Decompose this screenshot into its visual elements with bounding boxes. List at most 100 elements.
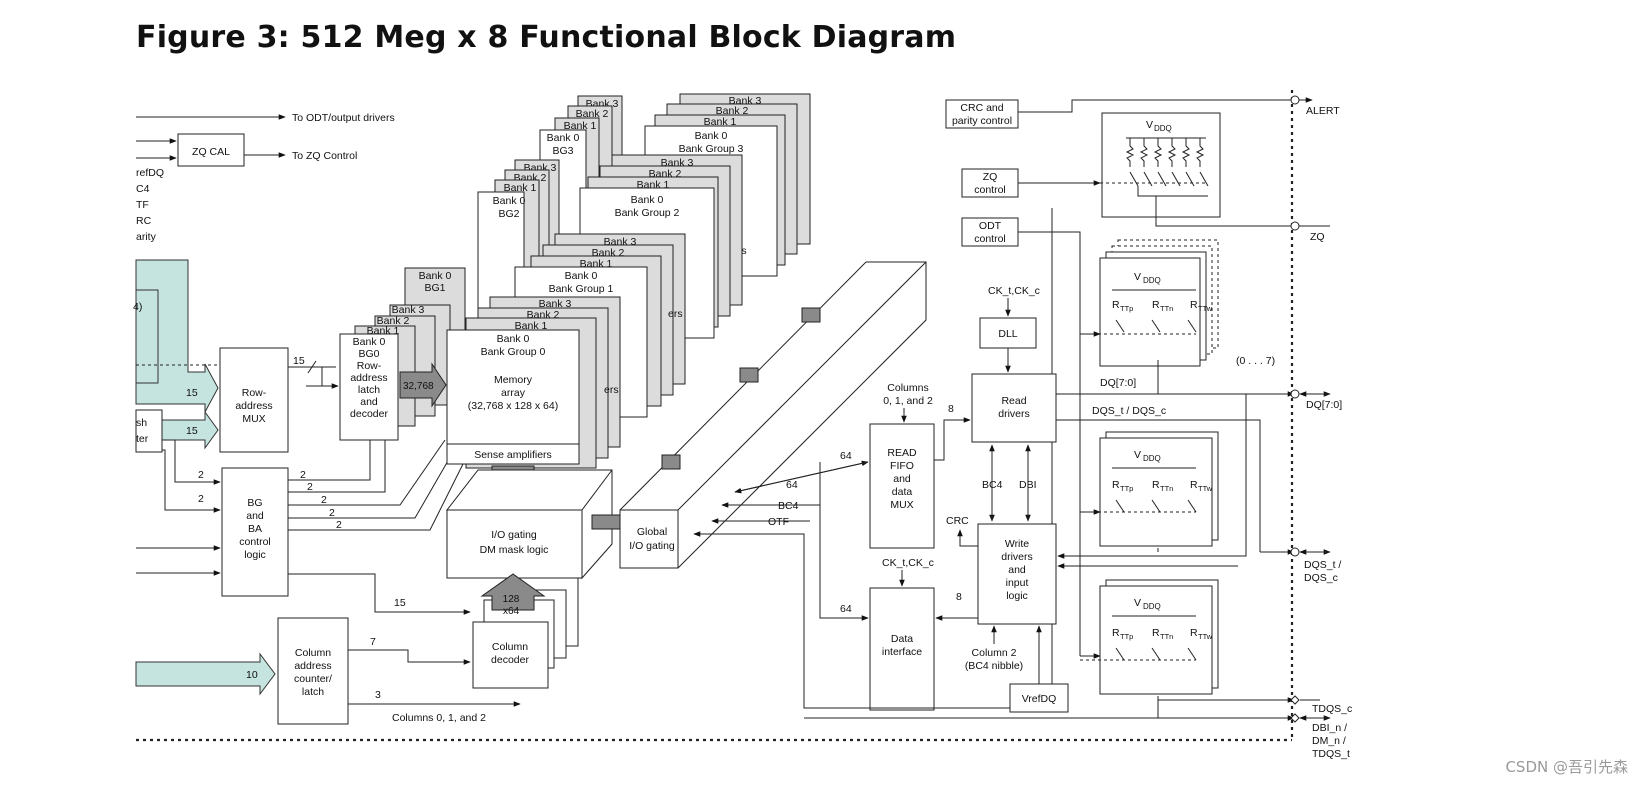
svg-text:Row-: Row-: [242, 387, 267, 399]
svg-text:Bank 0: Bank 0: [565, 270, 598, 282]
output-routing: DQ[7:0] DQS_t / DQS_c: [804, 331, 1295, 721]
svg-text:Global: Global: [637, 526, 667, 538]
svg-text:7: 7: [370, 636, 376, 648]
width-15-mux: 15: [293, 355, 305, 367]
svg-text:MUX: MUX: [242, 413, 265, 425]
svg-text:BG0: BG0: [358, 348, 379, 360]
svg-text:CK_t,CK_c: CK_t,CK_c: [988, 285, 1040, 297]
svg-text:Bank 0: Bank 0: [631, 194, 664, 206]
svg-text:TTw: TTw: [1198, 304, 1213, 313]
svg-text:3: 3: [375, 689, 381, 701]
svg-text:DQ[7:0]: DQ[7:0]: [1100, 377, 1136, 389]
svg-text:BG1: BG1: [424, 282, 445, 294]
svg-text:TTw: TTw: [1198, 484, 1213, 493]
svg-text:0, 1, and 2: 0, 1, and 2: [883, 395, 933, 407]
svg-text:64: 64: [840, 450, 852, 462]
label-rc: RC: [136, 215, 152, 227]
svg-text:address: address: [350, 372, 387, 384]
read-fifo: READ FIFO and data MUX Columns 0, 1, and…: [869, 382, 935, 549]
watermark: CSDN @吾引先森: [1505, 758, 1628, 776]
svg-text:ers: ers: [604, 384, 619, 396]
svg-text:R: R: [1152, 479, 1160, 491]
chip-boundary: [136, 90, 1300, 742]
svg-text:drivers: drivers: [998, 408, 1030, 420]
svg-text:VrefDQ: VrefDQ: [1022, 693, 1057, 705]
svg-text:Bank 1: Bank 1: [704, 116, 737, 128]
svg-text:(32,768 x 128 x 64): (32,768 x 128 x 64): [468, 400, 558, 412]
svg-text:R: R: [1152, 627, 1160, 639]
svg-text:Bank 1: Bank 1: [515, 320, 548, 332]
label-refdq: refDQ: [136, 167, 164, 179]
svg-text:Row-: Row-: [357, 360, 382, 372]
label-columns-bottom: Columns 0, 1, and 2: [392, 712, 486, 724]
svg-text:READ: READ: [887, 447, 917, 459]
svg-text:Bank 0: Bank 0: [695, 130, 728, 142]
svg-text:OTF: OTF: [768, 516, 789, 528]
svg-text:R: R: [1190, 627, 1198, 639]
svg-text:TTp: TTp: [1120, 304, 1133, 313]
svg-text:Bank Group 0: Bank Group 0: [481, 346, 546, 358]
svg-text:R: R: [1190, 479, 1198, 491]
svg-text:ODT: ODT: [979, 220, 1002, 232]
svg-text:Data: Data: [891, 633, 913, 645]
svg-text:R: R: [1112, 299, 1120, 311]
svg-text:decoder: decoder: [491, 654, 529, 666]
svg-text:Bank 2: Bank 2: [716, 105, 749, 117]
svg-text:Bank 0: Bank 0: [419, 270, 452, 282]
svg-text:data: data: [892, 486, 913, 498]
svg-text:interface: interface: [882, 646, 922, 658]
svg-text:2: 2: [300, 469, 306, 481]
svg-text:(BC4 nibble): (BC4 nibble): [965, 660, 1023, 672]
svg-text:MUX: MUX: [890, 499, 913, 511]
svg-text:TTn: TTn: [1160, 632, 1173, 641]
bus-width-15a: 15: [186, 387, 198, 399]
pin-dq: DQ[7:0]: [1306, 399, 1342, 411]
svg-text:2: 2: [329, 507, 335, 519]
label-tf: TF: [136, 199, 149, 211]
bus-width-15b: 15: [186, 425, 198, 437]
row-latch-stack: Bank 0 BG1 Bank 3 Bank 2 Bank 1 Bank 0 B…: [339, 267, 466, 441]
svg-text:DM mask logic: DM mask logic: [480, 544, 549, 556]
svg-text:I/O gating: I/O gating: [629, 540, 675, 552]
svg-text:Bank 1: Bank 1: [564, 120, 597, 132]
data-interface: Data interface CK_t,CK_c: [869, 557, 935, 711]
svg-text:Bank 3: Bank 3: [392, 304, 425, 316]
svg-text:Read: Read: [1001, 395, 1026, 407]
svg-text:latch: latch: [358, 384, 380, 396]
svg-text:128: 128: [503, 594, 520, 605]
label-ter: ter: [136, 433, 149, 445]
svg-text:Bank Group 1: Bank Group 1: [549, 283, 614, 295]
svg-text:R: R: [1152, 299, 1160, 311]
figure-title: Figure 3: 512 Meg x 8 Functional Block D…: [136, 20, 957, 55]
svg-text:TTn: TTn: [1160, 304, 1173, 313]
svg-text:x64: x64: [503, 606, 520, 617]
svg-text:Write: Write: [1005, 538, 1029, 550]
io-gating: I/O gating DM mask logic: [445, 469, 613, 580]
svg-text:Bank 2: Bank 2: [576, 108, 609, 120]
svg-text:V: V: [1134, 597, 1141, 609]
svg-text:V: V: [1146, 119, 1153, 131]
pin-tdqs-c: TDQS_c: [1312, 703, 1352, 715]
svg-text:and: and: [893, 473, 911, 485]
left-edge-signals: To ODT/output drivers ZQ CAL To ZQ Contr…: [136, 112, 395, 243]
svg-text:BC4: BC4: [982, 479, 1003, 491]
svg-text:and: and: [1008, 564, 1026, 576]
svg-text:and: and: [360, 396, 378, 408]
svg-text:logic: logic: [1006, 590, 1028, 602]
label-to-zq-control: To ZQ Control: [292, 150, 357, 162]
svg-text:8: 8: [948, 403, 954, 415]
pin-dbi-1: DBI_n /: [1312, 722, 1347, 734]
svg-text:Bank 0: Bank 0: [353, 336, 386, 348]
svg-text:BG3: BG3: [552, 145, 573, 157]
pin-dqs-2: DQS_c: [1304, 572, 1338, 584]
svg-text:TTw: TTw: [1198, 632, 1213, 641]
svg-text:DLL: DLL: [998, 328, 1017, 340]
svg-text:input: input: [1006, 577, 1029, 589]
label-to-odt: To ODT/output drivers: [292, 112, 395, 124]
svg-text:CK_t,CK_c: CK_t,CK_c: [882, 557, 934, 569]
pin-dbi-2: DM_n /: [1312, 735, 1346, 747]
svg-text:V: V: [1134, 449, 1141, 461]
svg-text:2: 2: [198, 469, 204, 481]
